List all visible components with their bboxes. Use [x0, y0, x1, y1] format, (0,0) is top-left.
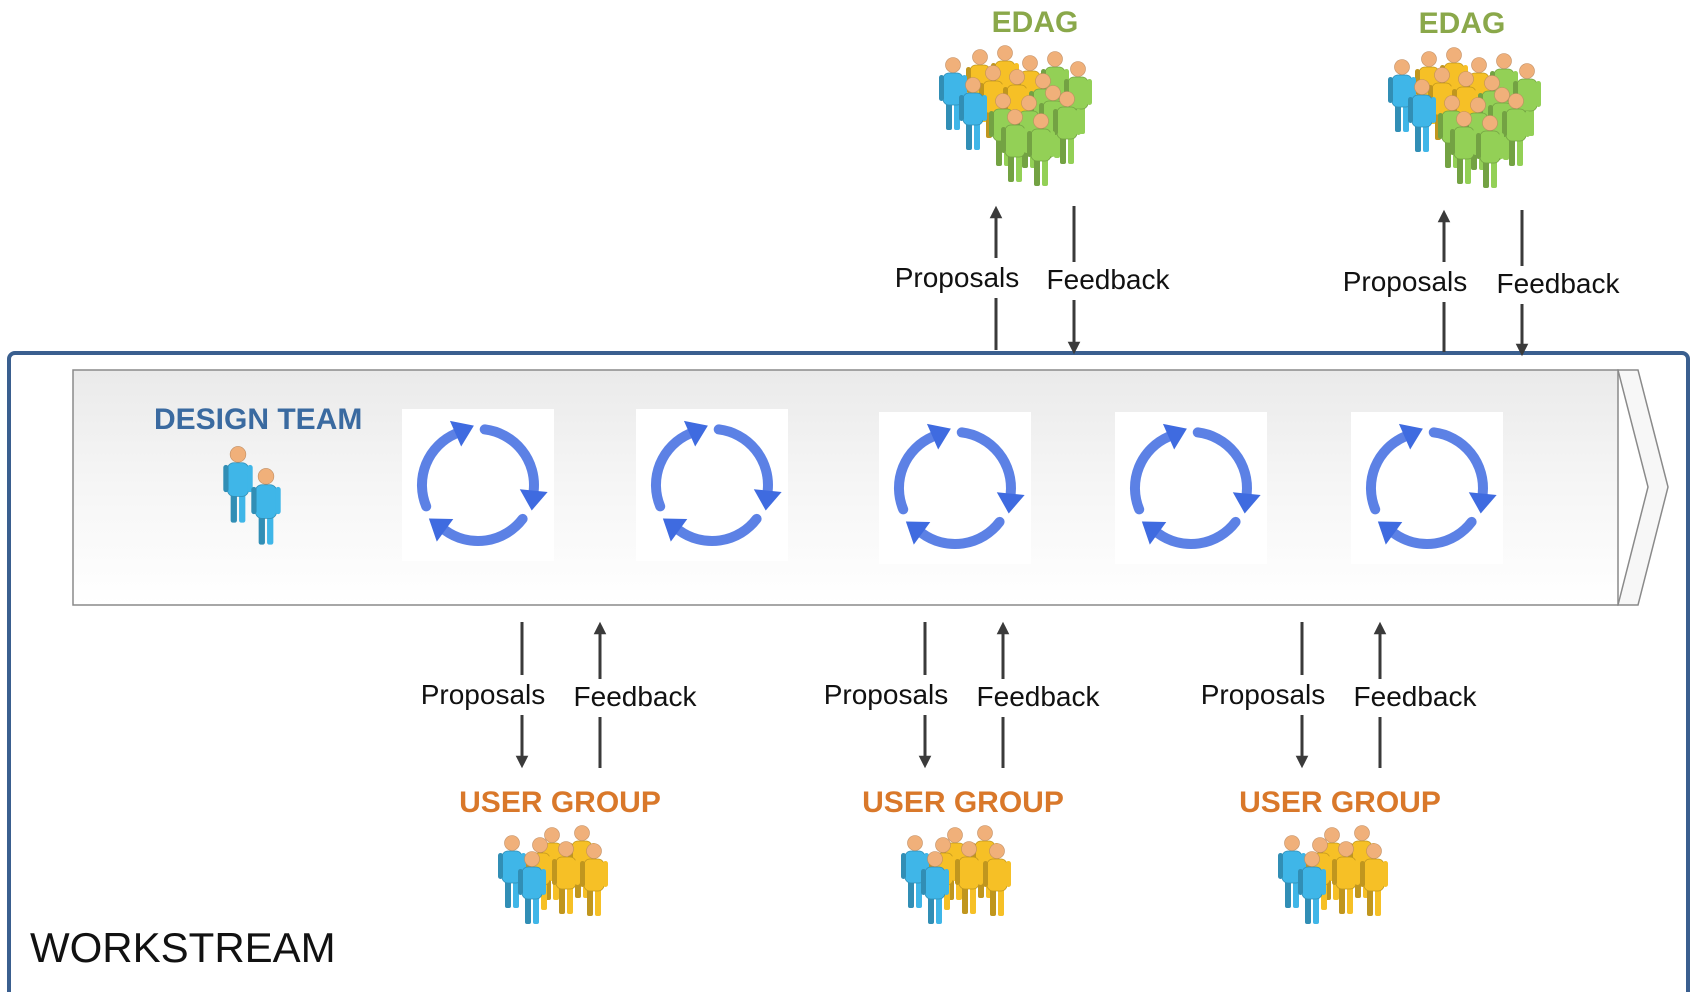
edag-group-1: EDAG Proposals Feedback: [890, 6, 1174, 355]
person-figure: [1502, 93, 1530, 166]
person-figure: [1476, 115, 1504, 188]
person-figure: [518, 851, 546, 924]
person-figure: [1027, 113, 1055, 186]
crowd-icon: [1278, 825, 1388, 924]
refresh-cycle-icon: [402, 409, 554, 561]
design-team-label: DESIGN TEAM: [154, 403, 362, 436]
refresh-cycle-icon: [879, 412, 1031, 564]
proposals-label: Proposals: [421, 679, 546, 710]
iteration-cycles: [402, 409, 1503, 564]
refresh-cycle-icon: [1351, 412, 1503, 564]
user-group-1: Proposals Feedback USER GROUP: [418, 621, 700, 924]
edag-group-2: EDAG Proposals Feedback: [1338, 7, 1623, 357]
person-figure: [1332, 841, 1360, 914]
feedback-label: Feedback: [1497, 268, 1621, 299]
edag-label: EDAG: [1419, 7, 1506, 40]
person-figure: [1388, 59, 1416, 132]
user-group-2: Proposals Feedback USER GROUP: [822, 621, 1102, 924]
user-group-label: USER GROUP: [1239, 786, 1441, 819]
person-figure: [983, 843, 1011, 916]
person-figure: [959, 77, 987, 150]
person-figure: [498, 835, 526, 908]
crowd-icon: [939, 45, 1092, 186]
user-group-3: Proposals Feedback USER GROUP: [1199, 621, 1480, 924]
crowd-icon: [901, 825, 1011, 924]
edag-label: EDAG: [992, 6, 1079, 39]
feedback-label: Feedback: [1047, 264, 1171, 295]
feedback-label: Feedback: [1354, 681, 1478, 712]
user-group-label: USER GROUP: [459, 786, 661, 819]
refresh-cycle-icon: [636, 409, 788, 561]
person-figure: [1053, 91, 1081, 164]
person-figure: [955, 841, 983, 914]
workstream-label: WORKSTREAM: [30, 924, 336, 971]
crowd-icon: [498, 825, 608, 924]
person-figure: [1298, 851, 1326, 924]
feedback-label: Feedback: [574, 681, 698, 712]
two-people-icon: [223, 446, 281, 545]
person-figure: [921, 851, 949, 924]
proposals-label: Proposals: [895, 262, 1020, 293]
user-group-label: USER GROUP: [862, 786, 1064, 819]
workstream-frame: [7, 351, 1690, 992]
person-figure: [223, 446, 253, 523]
feedback-label: Feedback: [977, 681, 1101, 712]
person-figure: [1450, 111, 1478, 184]
person-figure: [552, 841, 580, 914]
person-figure: [1278, 835, 1306, 908]
person-figure: [251, 468, 281, 545]
proposals-label: Proposals: [824, 679, 949, 710]
proposals-label: Proposals: [1201, 679, 1326, 710]
proposals-label: Proposals: [1343, 266, 1468, 297]
refresh-cycle-icon: [1115, 412, 1267, 564]
person-figure: [1001, 109, 1029, 182]
person-figure: [1360, 843, 1388, 916]
crowd-icon: [1388, 47, 1541, 188]
person-figure: [580, 843, 608, 916]
band-arrow-head: [1617, 369, 1669, 606]
person-figure: [1408, 79, 1436, 152]
